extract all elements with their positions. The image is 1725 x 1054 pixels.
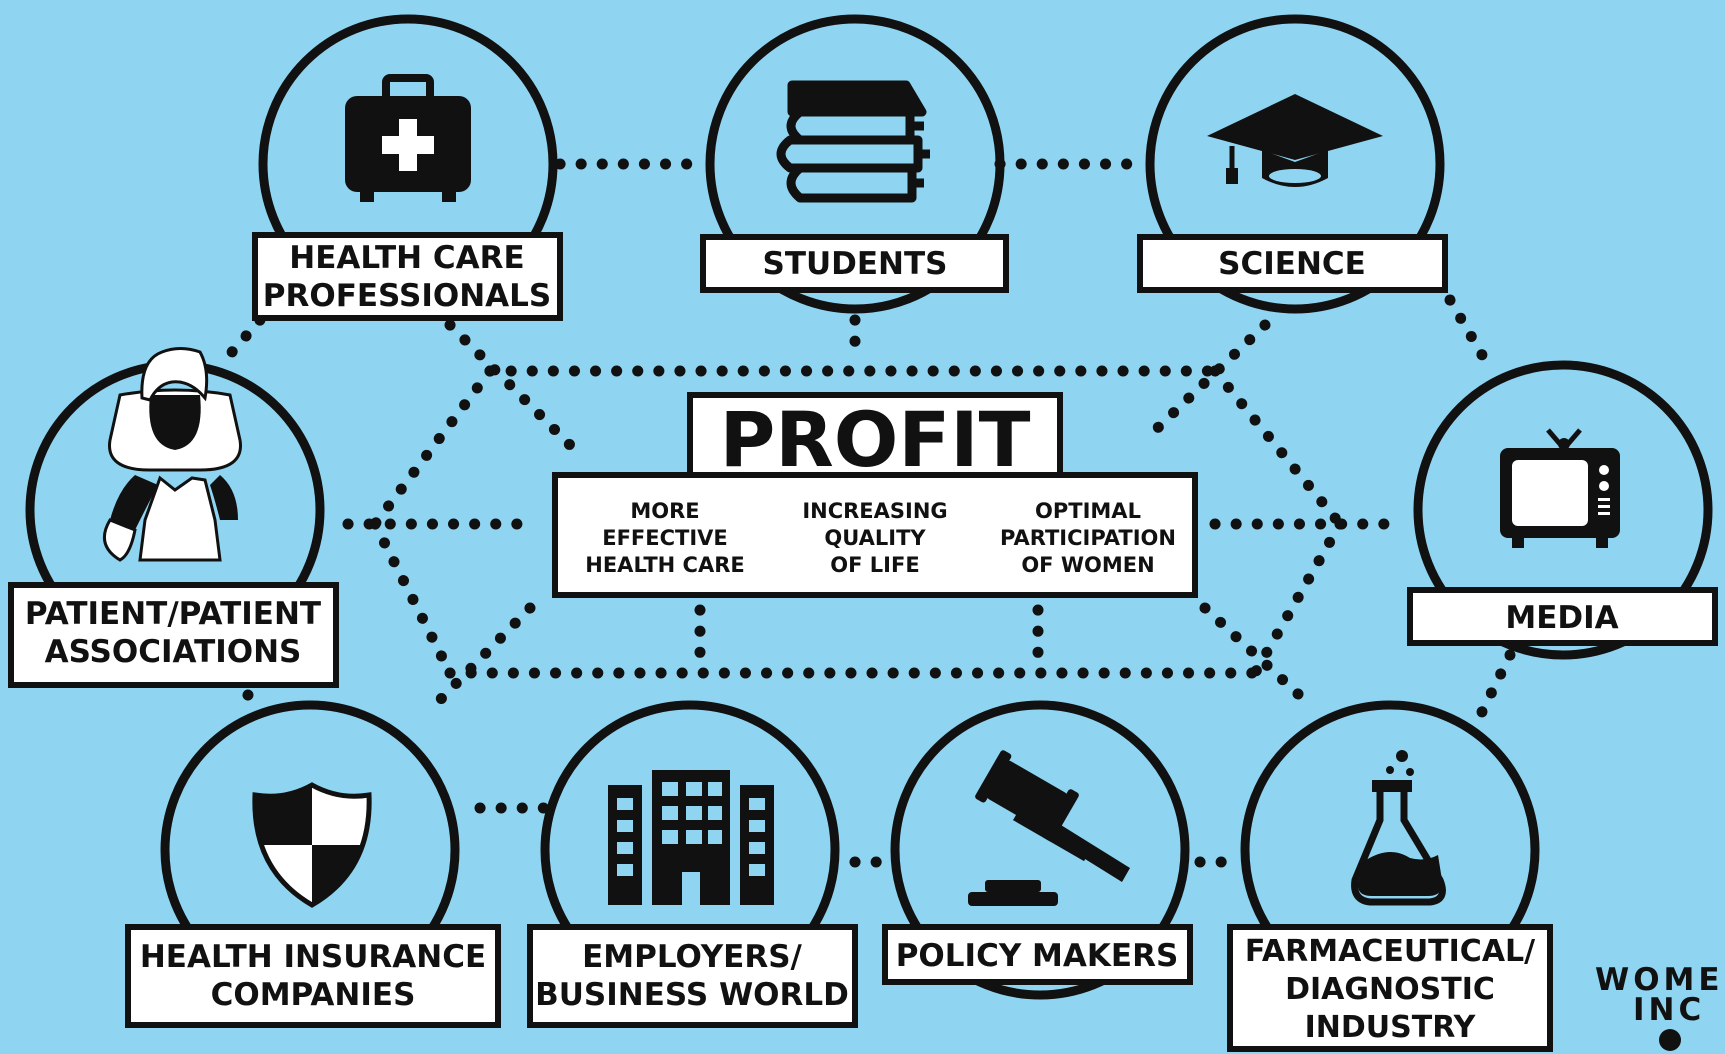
television-icon — [1500, 428, 1620, 548]
label-students: STUDENTS — [763, 246, 948, 282]
shield-icon — [252, 782, 372, 908]
gavel-icon — [968, 750, 1130, 906]
logo-line2: INC — [1633, 992, 1705, 1028]
graduation-cap-icon — [1207, 94, 1383, 187]
label-science: SCIENCE — [1218, 246, 1366, 282]
dotted-connectors — [219, 158, 1516, 868]
label-boxes — [8, 232, 1718, 1052]
books-icon — [776, 80, 930, 203]
logo-line1: WOMEN — [1595, 962, 1725, 998]
label-media: MEDIA — [1505, 600, 1618, 636]
flask-icon — [1351, 750, 1446, 906]
profit-title: PROFIT — [720, 395, 1031, 484]
patient-icon — [102, 347, 242, 562]
logo-dot — [1659, 1029, 1681, 1051]
office-windows — [617, 782, 765, 905]
label-policy-makers: POLICY MAKERS — [896, 938, 1179, 974]
profit-title-box — [687, 392, 1063, 485]
first-aid-kit-icon — [345, 74, 471, 202]
profit-goals-box — [552, 472, 1198, 598]
label-employers: EMPLOYERS/BUSINESS WORLD — [535, 939, 849, 1013]
